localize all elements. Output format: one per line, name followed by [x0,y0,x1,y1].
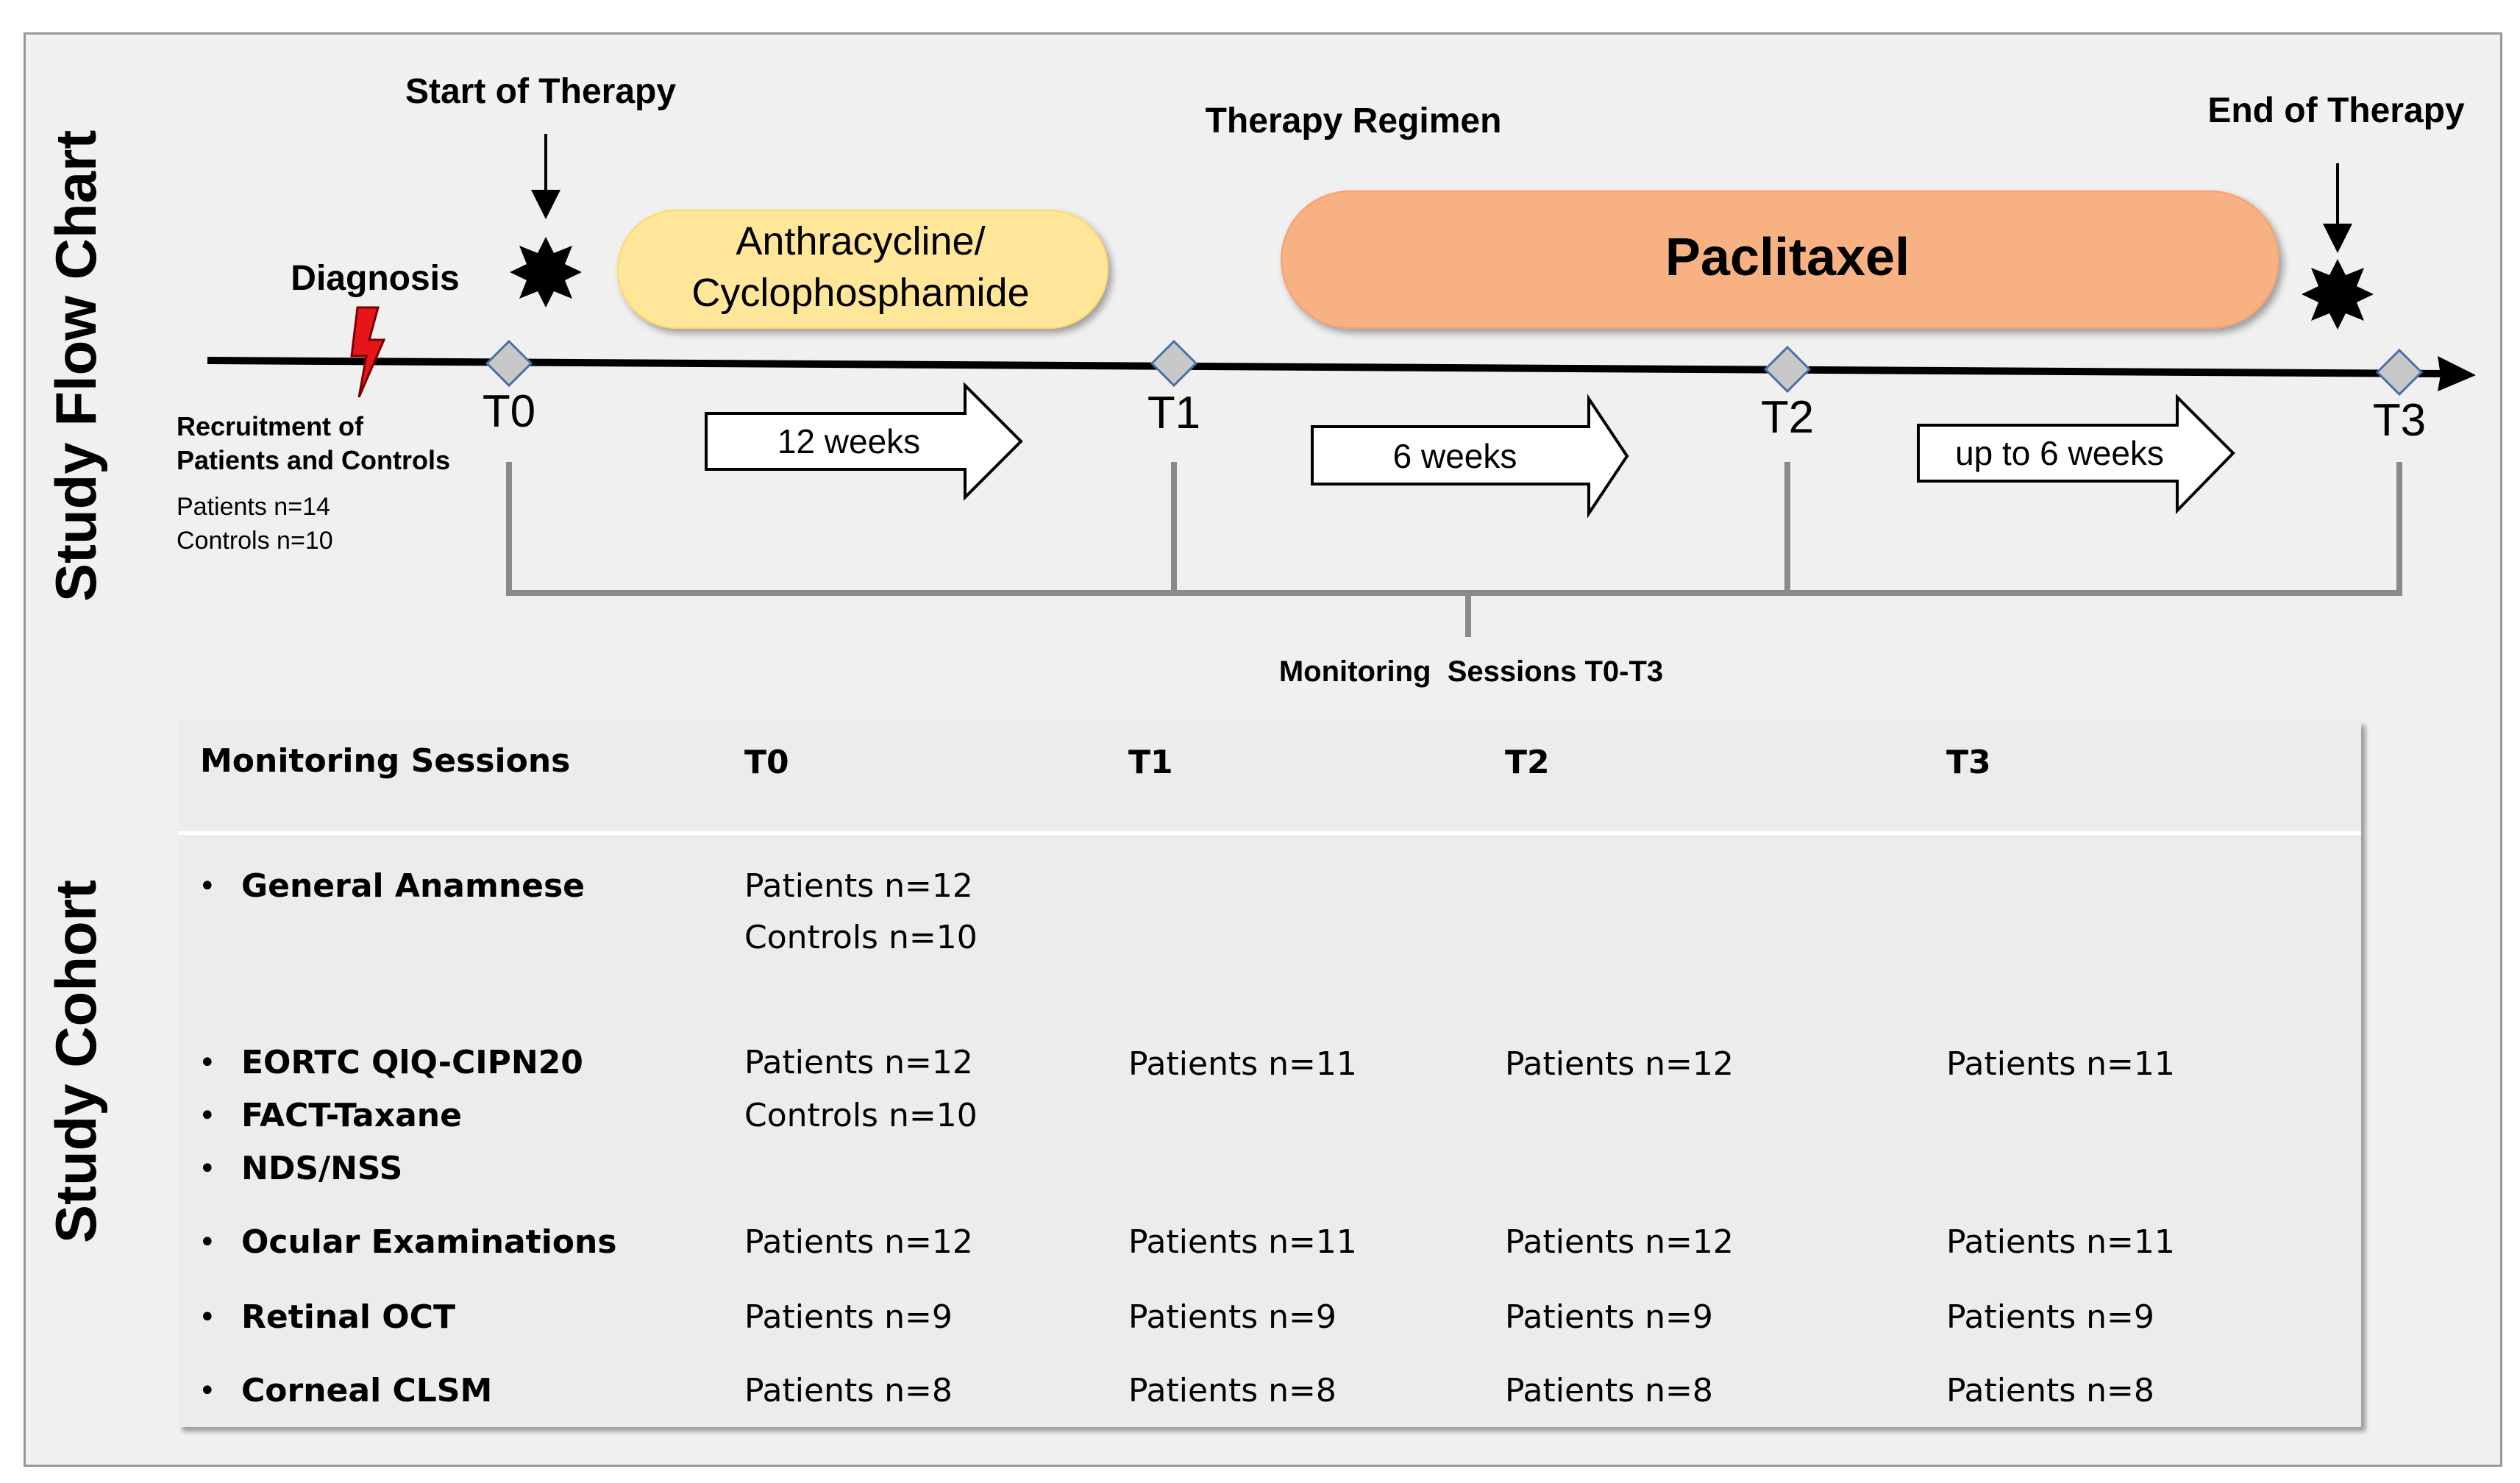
row-bullet: • [199,1099,216,1133]
diagnosis-label: Diagnosis [291,259,459,298]
interval-arrow-3 [1917,394,2235,514]
start-of-therapy-label: Start of Therapy [405,72,676,111]
row-label-retinal-oct: Retinal OCT [241,1298,455,1336]
cell-eortc-t3: Patients n=11 [1946,1045,2175,1083]
cell-clsm-t0: Patients n=8 [744,1372,953,1409]
recruitment-patients: Patients n=14 [177,493,330,521]
cell-oct-t3: Patients n=9 [1946,1298,2154,1336]
timeline-axis [207,357,2450,377]
t2-label: T2 [1761,392,1814,443]
cell-ocular-t1: Patients n=11 [1128,1223,1357,1261]
row-bullet: • [199,1046,216,1080]
phase1-label-line1: Anthracycline/ [736,219,985,263]
row-bullet: • [199,1374,216,1408]
cell-clsm-t1: Patients n=8 [1128,1372,1336,1409]
t1-label: T1 [1147,388,1200,438]
row-label-eortc: EORTC QlQ-CIPN20 [241,1044,583,1081]
phase1-label-line2: Cyclophosphamide [691,271,1029,315]
t3-diamond [2375,348,2424,396]
row-label-ocular-examinations: Ocular Examinations [241,1223,617,1261]
row-bullet: • [199,1301,216,1334]
start-burst-icon [510,237,582,307]
cell-oct-t1: Patients n=9 [1128,1298,1336,1336]
interval-label-3: up to 6 weeks [1955,434,2164,472]
cell-eortc-t0-patients: Patients n=12 [744,1044,973,1081]
recruitment-label-line1: Recruitment of [177,411,364,441]
recruitment-label-line2: Patients and Controls [177,445,450,475]
cell-clsm-t3: Patients n=8 [1946,1372,2154,1409]
monitoring-bracket [506,462,2402,637]
t2-diamond [1763,345,1812,394]
row-label-corneal-clsm: Corneal CLSM [241,1372,493,1409]
cell-ocular-t3: Patients n=11 [1946,1223,2175,1261]
table-header-row: Monitoring Sessions T0 T1 T2 T3 [178,721,2361,835]
monitoring-sessions-label: Monitoring Sessions T0-T3 [1279,655,1663,688]
header-t0: T0 [744,744,789,781]
phase2-label: Paclitaxel [1665,228,1909,287]
t0-label: T0 [483,386,535,437]
end-of-therapy-label: End of Therapy [2207,91,2465,130]
interval-arrow-1 [705,382,1023,501]
row-label-fact-taxane: FACT-Taxane [241,1097,462,1134]
therapy-regimen-label: Therapy Regimen [1206,102,1502,141]
header-monitoring-sessions: Monitoring Sessions [200,742,571,780]
cell-general-t0-patients: Patients n=12 [744,867,973,905]
cell-clsm-t2: Patients n=8 [1505,1372,1713,1409]
cohort-table: Monitoring Sessions T0 T1 T2 T3 • Genera… [178,721,2361,1427]
t3-label: T3 [2373,395,2426,446]
header-t3: T3 [1946,744,1991,781]
cell-oct-t2: Patients n=9 [1505,1298,1713,1336]
cell-eortc-t0-controls: Controls n=10 [744,1097,978,1134]
row-bullet: • [199,869,216,903]
header-t1: T1 [1128,744,1173,781]
cell-eortc-t2: Patients n=12 [1505,1045,1734,1083]
interval-label-2: 6 weeks [1393,437,1517,475]
recruitment-controls: Controls n=10 [177,527,333,555]
cell-general-t0-controls: Controls n=10 [744,919,978,956]
anthracycline-phase [617,210,1108,329]
interval-label-1: 12 weeks [777,422,920,460]
timeline-arrowhead [2438,356,2476,391]
end-burst-icon [2302,259,2374,330]
cell-ocular-t0: Patients n=12 [744,1223,973,1261]
t0-diamond [485,339,533,388]
cell-ocular-t2: Patients n=12 [1505,1223,1734,1261]
diagnosis-bolt-icon [350,306,386,398]
cell-oct-t0: Patients n=9 [744,1298,953,1336]
row-label-general-anamnese: General Anamnese [241,867,585,905]
row-bullet: • [199,1226,216,1259]
interval-arrow-2 [1311,394,1629,519]
row-bullet: • [199,1152,216,1186]
header-t2: T2 [1505,744,1550,781]
row-label-nds-nss: NDS/NSS [241,1150,403,1187]
paclitaxel-phase [1281,191,2279,329]
cell-eortc-t1: Patients n=11 [1128,1045,1357,1083]
t1-diamond [1150,339,1198,388]
